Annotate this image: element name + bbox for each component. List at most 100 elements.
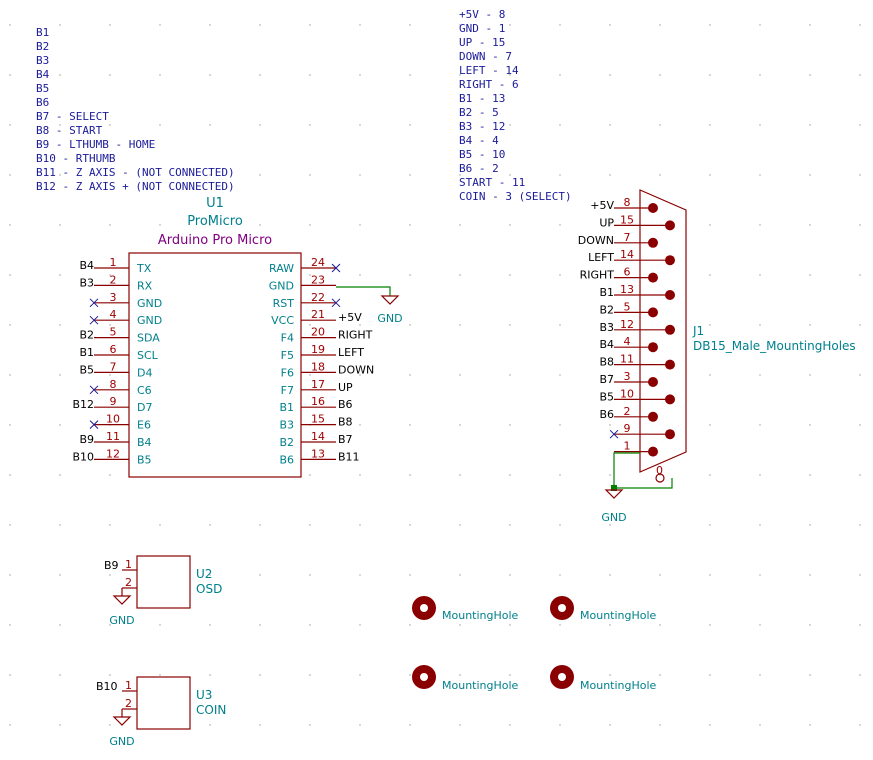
u1-pin-name: GND — [137, 297, 162, 310]
u1-pin-name: E6 — [137, 419, 151, 432]
u1-pin-name: GND — [137, 314, 162, 327]
u1-pin-num: 16 — [311, 395, 325, 408]
note-left-line: B8 - START — [36, 124, 103, 137]
j1-pin-contact — [648, 237, 658, 248]
u1-pin-num: 15 — [311, 413, 325, 426]
u1-pin-name: F5 — [281, 349, 294, 362]
u3-coin-symbol[interactable]: 1 2 B10 GND U3 COIN — [96, 676, 226, 748]
mounting-hole-3[interactable]: MountingHole — [412, 665, 519, 692]
u1-pin-num: 20 — [311, 326, 325, 339]
mounting-hole-2[interactable]: MountingHole — [550, 596, 657, 622]
j1-pin-contact — [648, 411, 658, 422]
j1-pin-num: 7 — [624, 231, 631, 244]
note-left-line: B12 - Z AXIS + (NOT CONNECTED) — [36, 180, 235, 193]
note-right-line: START - 11 — [459, 176, 525, 189]
j1-pin-num: 3 — [624, 370, 631, 383]
j1-pin-num: 10 — [620, 387, 634, 400]
j1-net-label: B7 — [599, 373, 614, 386]
note-left-line: B5 — [36, 82, 49, 95]
note-right-line: B3 - 12 — [459, 120, 505, 133]
u1-pin-name: F6 — [281, 366, 294, 379]
u1-pin-name: VCC — [271, 314, 294, 327]
u1-gnd-wire — [336, 286, 391, 296]
u1-pin-num: 18 — [311, 360, 325, 373]
note-left-line: B1 — [36, 26, 49, 39]
j1-pin-contact — [648, 272, 658, 283]
u3-pin1-num: 1 — [125, 679, 132, 692]
u1-pin-num: 10 — [106, 413, 120, 426]
u1-pin-num: 12 — [106, 447, 120, 460]
j1-net-label: UP — [599, 216, 614, 229]
u1-lib: Arduino Pro Micro — [158, 233, 272, 248]
j1-pin-contact — [665, 220, 675, 231]
j1-pin-contact — [665, 359, 675, 370]
no-connect-marker — [89, 420, 99, 429]
u2-osd-symbol[interactable]: 1 2 B9 GND U2 OSD — [104, 555, 222, 627]
u1-pin-num: 13 — [311, 447, 325, 460]
u1-net-label: +5V — [338, 311, 362, 324]
j1-net-label: +5V — [590, 199, 614, 212]
j1-junction — [611, 485, 617, 491]
u1-value: ProMicro — [187, 214, 243, 229]
u1-pin-name: B6 — [279, 453, 294, 466]
j1-pin-contact — [648, 342, 658, 353]
u1-pin-name: B3 — [279, 419, 294, 432]
j1-pin-num: 13 — [620, 283, 634, 296]
j1-shield-pin — [655, 473, 665, 483]
u1-net-label: B11 — [338, 450, 360, 463]
j1-pin-contact — [648, 377, 658, 387]
u1-pin-num: 9 — [110, 395, 117, 408]
u1-pin-num: 24 — [311, 256, 325, 269]
j1-pin-num: 1 — [624, 440, 631, 453]
j1-pin-num: 8 — [624, 196, 631, 209]
u1-pin-num: 7 — [110, 360, 117, 373]
j1-net-label: B4 — [599, 338, 614, 351]
j1-pin-contact — [665, 255, 675, 266]
j1-pin-num: 9 — [624, 422, 631, 435]
j1-db15-symbol[interactable]: 8+5V15UP7DOWN14LEFT6RIGHT13B15B212B34B41… — [578, 189, 856, 524]
u1-gnd-symbol — [380, 295, 400, 305]
u1-pin-name: TX — [136, 262, 152, 275]
j1-pin-contact — [665, 324, 675, 335]
mounting-hole-4[interactable]: MountingHole — [550, 665, 657, 692]
u1-pin-name: B5 — [137, 453, 152, 466]
u1-pin-num: 2 — [110, 273, 117, 286]
u1-net-label: B9 — [79, 433, 94, 446]
mounting-hole-label: MountingHole — [442, 679, 519, 692]
note-left-line: B3 — [36, 54, 49, 67]
u1-net-label: DOWN — [338, 363, 374, 376]
j1-net-label: DOWN — [578, 234, 614, 247]
note-left-line: B6 — [36, 96, 49, 109]
u2-body — [136, 555, 191, 609]
u1-net-label: B10 — [72, 450, 94, 463]
u1-net-label: B8 — [338, 416, 353, 429]
u1-net-label: RIGHT — [338, 329, 373, 342]
j1-net-label: RIGHT — [580, 269, 615, 282]
j1-pin-contact — [665, 429, 675, 440]
j1-net-label: B8 — [599, 356, 614, 369]
u1-pin-num: 6 — [110, 343, 117, 356]
note-left-line: B9 - LTHUMB - HOME — [36, 138, 155, 151]
u1-net-label: B12 — [72, 398, 94, 411]
mounting-hole-1[interactable]: MountingHole — [412, 596, 519, 622]
note-left-line: B7 - SELECT — [36, 110, 109, 123]
j1-pin-num: 12 — [620, 318, 634, 331]
j1-net-label: B5 — [599, 390, 614, 403]
note-right-line: LEFT - 14 — [459, 64, 519, 77]
j1-value: DB15_Male_MountingHoles — [693, 339, 856, 353]
note-right-line: RIGHT - 6 — [459, 78, 519, 91]
u3-pin2-num: 2 — [125, 697, 132, 710]
u1-pin-num: 1 — [110, 256, 117, 269]
u1-net-label: B6 — [338, 398, 353, 411]
note-left-line: B4 — [36, 68, 50, 81]
u1-pin-name: B2 — [279, 436, 294, 449]
u2-gnd-symbol — [112, 588, 132, 605]
note-right-line: DOWN - 7 — [459, 50, 512, 63]
u3-body — [136, 676, 191, 730]
u1-pin-name: SCL — [137, 349, 159, 362]
